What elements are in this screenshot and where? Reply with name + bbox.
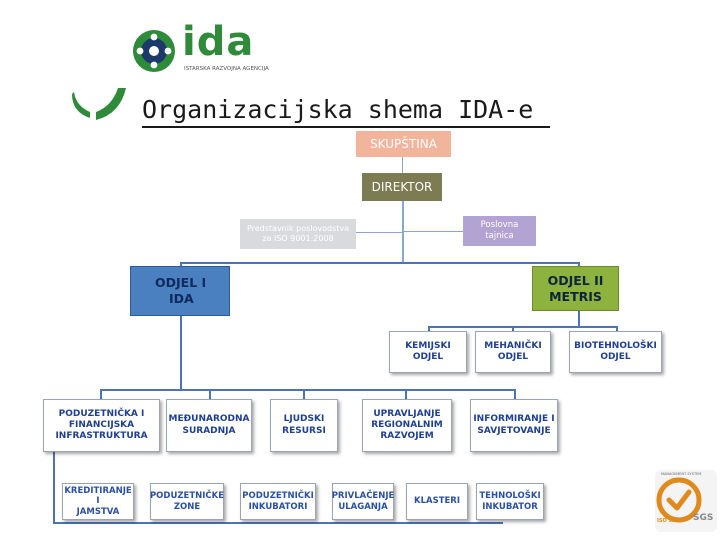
unit-ljudski-resursi: LJUDSKI RESURSI [270,399,338,452]
connector-odjel-i-spine [180,316,182,390]
predstavnik-line-1: Predstavnik poslovodstva [246,224,350,233]
connector-sub-bar [53,522,503,524]
connector-unit-3 [303,389,305,399]
subunit-kreditiranje-jamstva: KREDITIRANJE I JAMSTVA [62,483,134,520]
unit-poduzetnicka-infrastruktura: PODUZETNIČKA I FINANCIJSKA INFRASTRUKTUR… [43,399,160,452]
connector-odjel-bar [180,262,580,264]
page-title: Organizacijska shema IDA-e [142,95,534,124]
odjel-i-line-2: IDA [169,291,194,306]
connector-metris-meh [512,326,514,331]
logo-tagline: ISTARSKA RAZVOJNA AGENCIJA [184,66,269,72]
node-skupstina: SKUPŠTINA [356,131,451,157]
connector-units-bar [100,389,516,391]
subunit-poduzetnicki-inkubatori: PODUZETNIČKI INKUBATORI [240,483,316,520]
unit-informiranje-savjetovanje: INFORMIRANJE I SAVJETOVANJE [470,399,558,452]
node-odjel-i: ODJEL I IDA [130,266,230,316]
connector-skupstina-direktor [402,157,403,173]
badge-iso-text: ISO 9001 [657,518,683,524]
odjel-ii-line-1: ODJEL II [547,272,604,288]
unit-upravljanje-razvojem: UPRAVLJANJE REGIONALNIM RAZVOJEM [362,399,452,452]
subunit-privlacenje-ulaganja: PRIVLAČENJE ULAGANJA [332,483,394,520]
unit-kemijski-odjel: KEMIJSKI ODJEL [389,331,467,373]
title-underline [142,126,550,128]
odjel-i-line-1: ODJEL I [155,275,207,291]
logo-wordmark: ida [182,19,255,65]
unit-biotehnoloski-odjel: BIOTEHNOLOŠKI ODJEL [569,331,662,373]
subunit-klasteri: KLASTERI [406,483,468,520]
subunit-poduzetnicke-zone: PODUZETNIČKE ZONE [150,483,224,520]
unit-mehanicki-odjel: MEHANIČKI ODJEL [475,331,551,373]
ida-logo: ida ISTARSKA RAZVOJNA AGENCIJA [132,19,277,80]
odjel-ii-line-2: METRIS [549,288,602,304]
iso-sgs-badge: MANAGEMENT SYSTEM ISO 9001 SGS [655,470,717,532]
ida-logo-icon [133,30,175,72]
badge-sgs-text: SGS [693,513,714,523]
connector-odjel-ii-spine [578,311,580,327]
connector-odjel-i-drop [180,262,182,267]
connector-unit-1 [100,389,102,399]
tajnica-line-1: Poslovna [480,220,519,231]
connector-unit-2 [209,389,211,399]
connector-unit-4 [405,389,407,399]
connector-tajnica [403,231,463,232]
connector-metris-bar [428,326,618,328]
connector-unit-5 [514,389,516,399]
connector-predstavnik [356,232,402,233]
predstavnik-line-2: za ISO 9001:2008 [262,234,334,243]
node-tajnica: Poslovna tajnica [463,216,536,246]
node-direktor: DIREKTOR [362,173,442,201]
subunit-tehnoloski-inkubator: TEHNOLOŠKI INKUBATOR [476,483,544,520]
certification-badge-icon [656,477,702,523]
connector-metris-bio [616,326,618,331]
connector-odjel-ii-drop [578,262,580,267]
slide-mark-icon [72,88,126,120]
node-predstavnik: Predstavnik poslovodstva za ISO 9001:200… [240,219,356,249]
connector-sub-spine [53,452,55,524]
unit-medunarodna-suradnja: MEĐUNARODNA SURADNJA [166,399,252,452]
node-odjel-ii: ODJEL II METRIS [532,266,619,311]
tajnica-line-2: tajnica [485,231,514,241]
badge-top-text: MANAGEMENT SYSTEM [661,472,702,476]
connector-metris-kem [428,326,430,331]
